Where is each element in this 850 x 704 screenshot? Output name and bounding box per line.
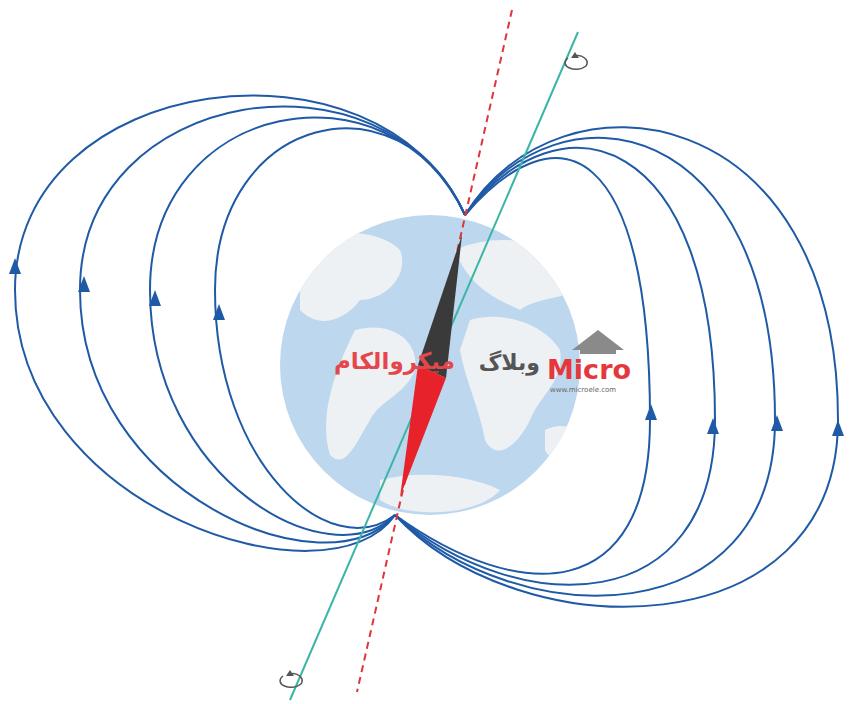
field-lines — [15, 95, 838, 606]
watermark-logo: Micro — [547, 354, 631, 385]
needle-south — [400, 365, 446, 497]
watermark-icon-base — [580, 348, 616, 354]
rotation-axis — [290, 32, 578, 700]
rotation-arrows — [280, 52, 587, 687]
watermark-text: وبلاگ — [479, 350, 540, 375]
watermark-text: میکروالکام — [334, 348, 455, 374]
watermark-url: www.microele.com — [550, 386, 616, 394]
continents — [300, 233, 590, 512]
watermark-icon — [572, 330, 624, 350]
